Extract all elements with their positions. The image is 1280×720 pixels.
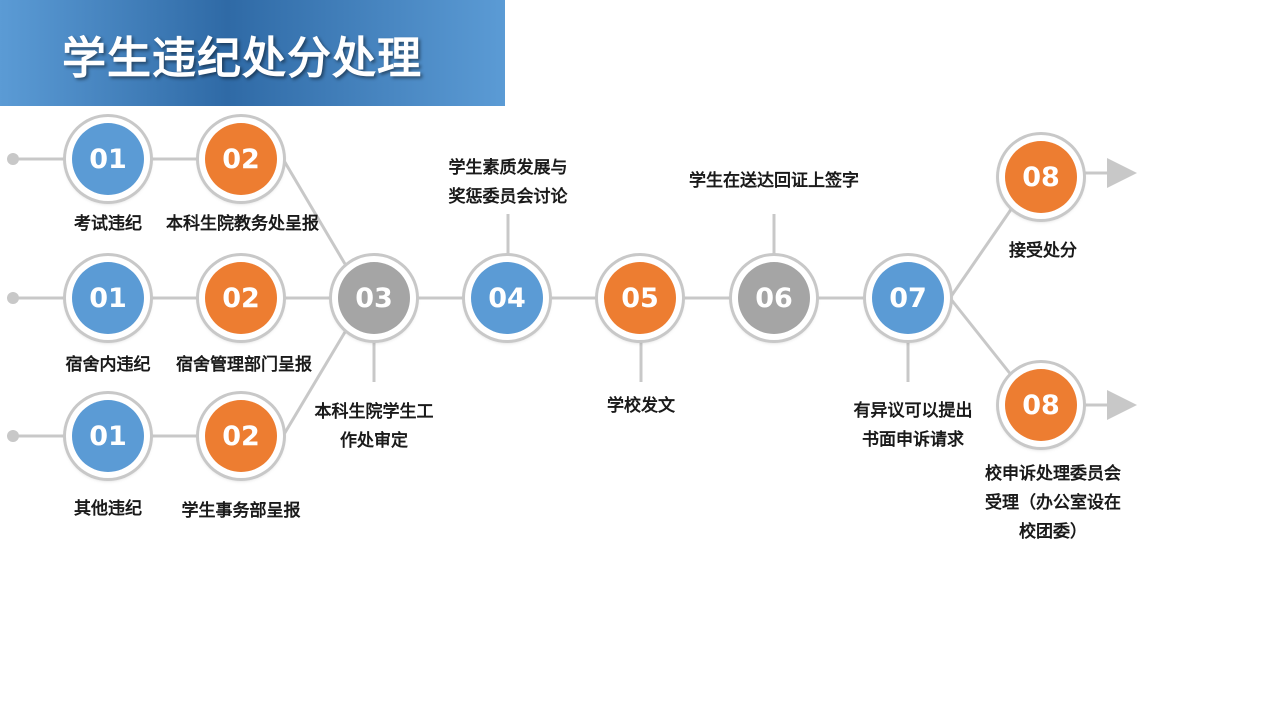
label-appeal-line1: 校申诉处理委员会 — [985, 464, 1121, 484]
page-title: 学生违纪处分处理 — [62, 33, 422, 84]
label-exam-violation: 考试违纪 — [74, 214, 142, 234]
step-number: 01 — [72, 262, 144, 334]
label-dorm-report: 宿舍管理部门呈报 — [176, 355, 312, 375]
label-sign-receipt: 学生在送达回证上签字 — [689, 171, 859, 191]
step-07-objection: 07 — [866, 256, 950, 340]
label-issue-notice: 学校发文 — [607, 396, 675, 416]
label-review-line1: 本科生院学生工 — [314, 402, 434, 422]
link-n07-n08b — [948, 297, 1014, 377]
step-02-academic-report: 02 — [199, 117, 283, 201]
step-08-accept: 08 — [999, 135, 1083, 219]
label-accept: 接受处分 — [1009, 241, 1077, 261]
label-review: 本科生院学生工 作处审定 — [294, 398, 454, 456]
step-number: 02 — [205, 123, 277, 195]
step-number: 01 — [72, 400, 144, 472]
step-04-committee: 04 — [465, 256, 549, 340]
step-02-dorm-report: 02 — [199, 256, 283, 340]
title-banner: 学生违纪处分处理 — [0, 0, 505, 106]
label-academic-report: 本科生院教务处呈报 — [166, 214, 319, 234]
step-number: 06 — [738, 262, 810, 334]
link-n07-n08a — [948, 207, 1014, 299]
label-affairs-report: 学生事务部呈报 — [181, 501, 301, 521]
label-committee-line1: 学生素质发展与 — [448, 158, 568, 178]
start-dot-mid — [7, 292, 19, 304]
link-a2-n03 — [281, 158, 347, 265]
step-number: 02 — [205, 400, 277, 472]
step-05-issue-notice: 05 — [598, 256, 682, 340]
link-c2-n03 — [281, 331, 347, 437]
step-number: 08 — [1005, 369, 1077, 441]
start-dot-bot — [7, 430, 19, 442]
label-committee: 学生素质发展与 奖惩委员会讨论 — [428, 154, 588, 212]
step-number: 01 — [72, 123, 144, 195]
start-dot-top — [7, 153, 19, 165]
step-01-other: 01 — [66, 394, 150, 478]
step-03-review: 03 — [332, 256, 416, 340]
step-number: 07 — [872, 262, 944, 334]
step-02-affairs-report: 02 — [199, 394, 283, 478]
label-objection: 有异议可以提出 书面申诉请求 — [833, 397, 993, 455]
label-appeal-line2: 受理（办公室设在 — [985, 493, 1121, 513]
label-objection-line2: 书面申诉请求 — [862, 430, 964, 450]
step-number: 02 — [205, 262, 277, 334]
step-01-dorm: 01 — [66, 256, 150, 340]
step-01-exam: 01 — [66, 117, 150, 201]
step-06-sign-receipt: 06 — [732, 256, 816, 340]
step-number: 08 — [1005, 141, 1077, 213]
step-number: 03 — [338, 262, 410, 334]
step-number: 05 — [604, 262, 676, 334]
label-objection-line1: 有异议可以提出 — [853, 401, 973, 421]
step-number: 04 — [471, 262, 543, 334]
label-other-violation: 其他违纪 — [74, 499, 142, 519]
label-dorm-violation: 宿舍内违纪 — [65, 355, 151, 375]
label-appeal: 校申诉处理委员会 受理（办公室设在 校团委） — [963, 460, 1143, 547]
step-08-appeal: 08 — [999, 363, 1083, 447]
label-committee-line2: 奖惩委员会讨论 — [448, 187, 568, 207]
label-review-line2: 作处审定 — [340, 431, 408, 451]
label-appeal-line3: 校团委） — [1019, 522, 1087, 542]
